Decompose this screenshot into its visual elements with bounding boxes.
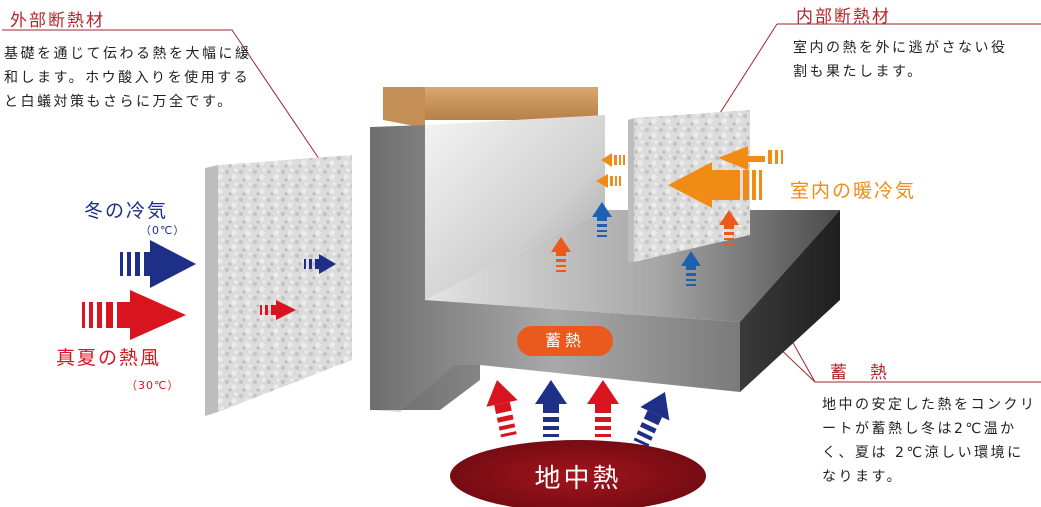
summer-hot-label: 真夏の熱風 xyxy=(56,347,162,369)
cold-air-arrow-icon xyxy=(120,240,196,288)
ground-arrow-blue-1-icon xyxy=(535,380,567,437)
ground-arrow-red-1-icon xyxy=(486,380,518,438)
heat-storage-description: 地中の安定した熱をコンクリートが蓄熱し冬は2℃温かく、夏は 2℃涼しい環境になり… xyxy=(822,397,1037,485)
ground-heat-label: 地中熱 xyxy=(534,464,622,494)
slab-heat-arrow-blue-1-icon xyxy=(592,202,612,237)
hot-air-arrow-icon xyxy=(82,290,186,340)
ground-arrow-blue-2-icon xyxy=(633,392,670,448)
slab-heat-arrow-orange-2-icon xyxy=(719,210,739,245)
winter-cold-label: 冬の冷気 xyxy=(84,200,169,222)
exterior-insulation-panel xyxy=(205,155,352,416)
room-air-label: 室内の暖冷気 xyxy=(790,180,917,202)
small-hot-arrow-icon xyxy=(260,300,296,320)
room-air-arrow-small-1-icon xyxy=(601,153,625,167)
exterior-insulation-description: 基礎を通じて伝わる熱を大幅に緩和します。ホウ酸入りを使用すると白蟻対策もさらに万… xyxy=(4,46,252,110)
room-air-arrow-medium-icon xyxy=(718,146,783,170)
small-cold-arrow-icon xyxy=(304,254,336,274)
heat-storage-title: 蓄 熱 xyxy=(830,363,890,383)
ground-heat-ellipse xyxy=(450,440,706,507)
slab-heat-arrow-orange-1-icon xyxy=(551,237,571,272)
summer-temp: （30℃） xyxy=(126,379,180,392)
exterior-insulation-title: 外部断熱材 xyxy=(10,11,105,31)
wood-sill xyxy=(383,87,598,128)
heat-storage-badge: 蓄熱 xyxy=(517,326,613,356)
room-air-arrow-large-icon xyxy=(668,162,762,208)
ground-arrow-red-2-icon xyxy=(587,380,619,437)
interior-insulation-description: 室内の熱を外に逃がさない役割も果たします。 xyxy=(793,40,1008,80)
room-air-arrow-small-2-icon xyxy=(596,174,621,188)
slab-heat-arrow-blue-2-icon xyxy=(681,251,701,286)
interior-insulation-title: 内部断熱材 xyxy=(796,7,891,27)
winter-temp: （0℃） xyxy=(140,224,186,237)
